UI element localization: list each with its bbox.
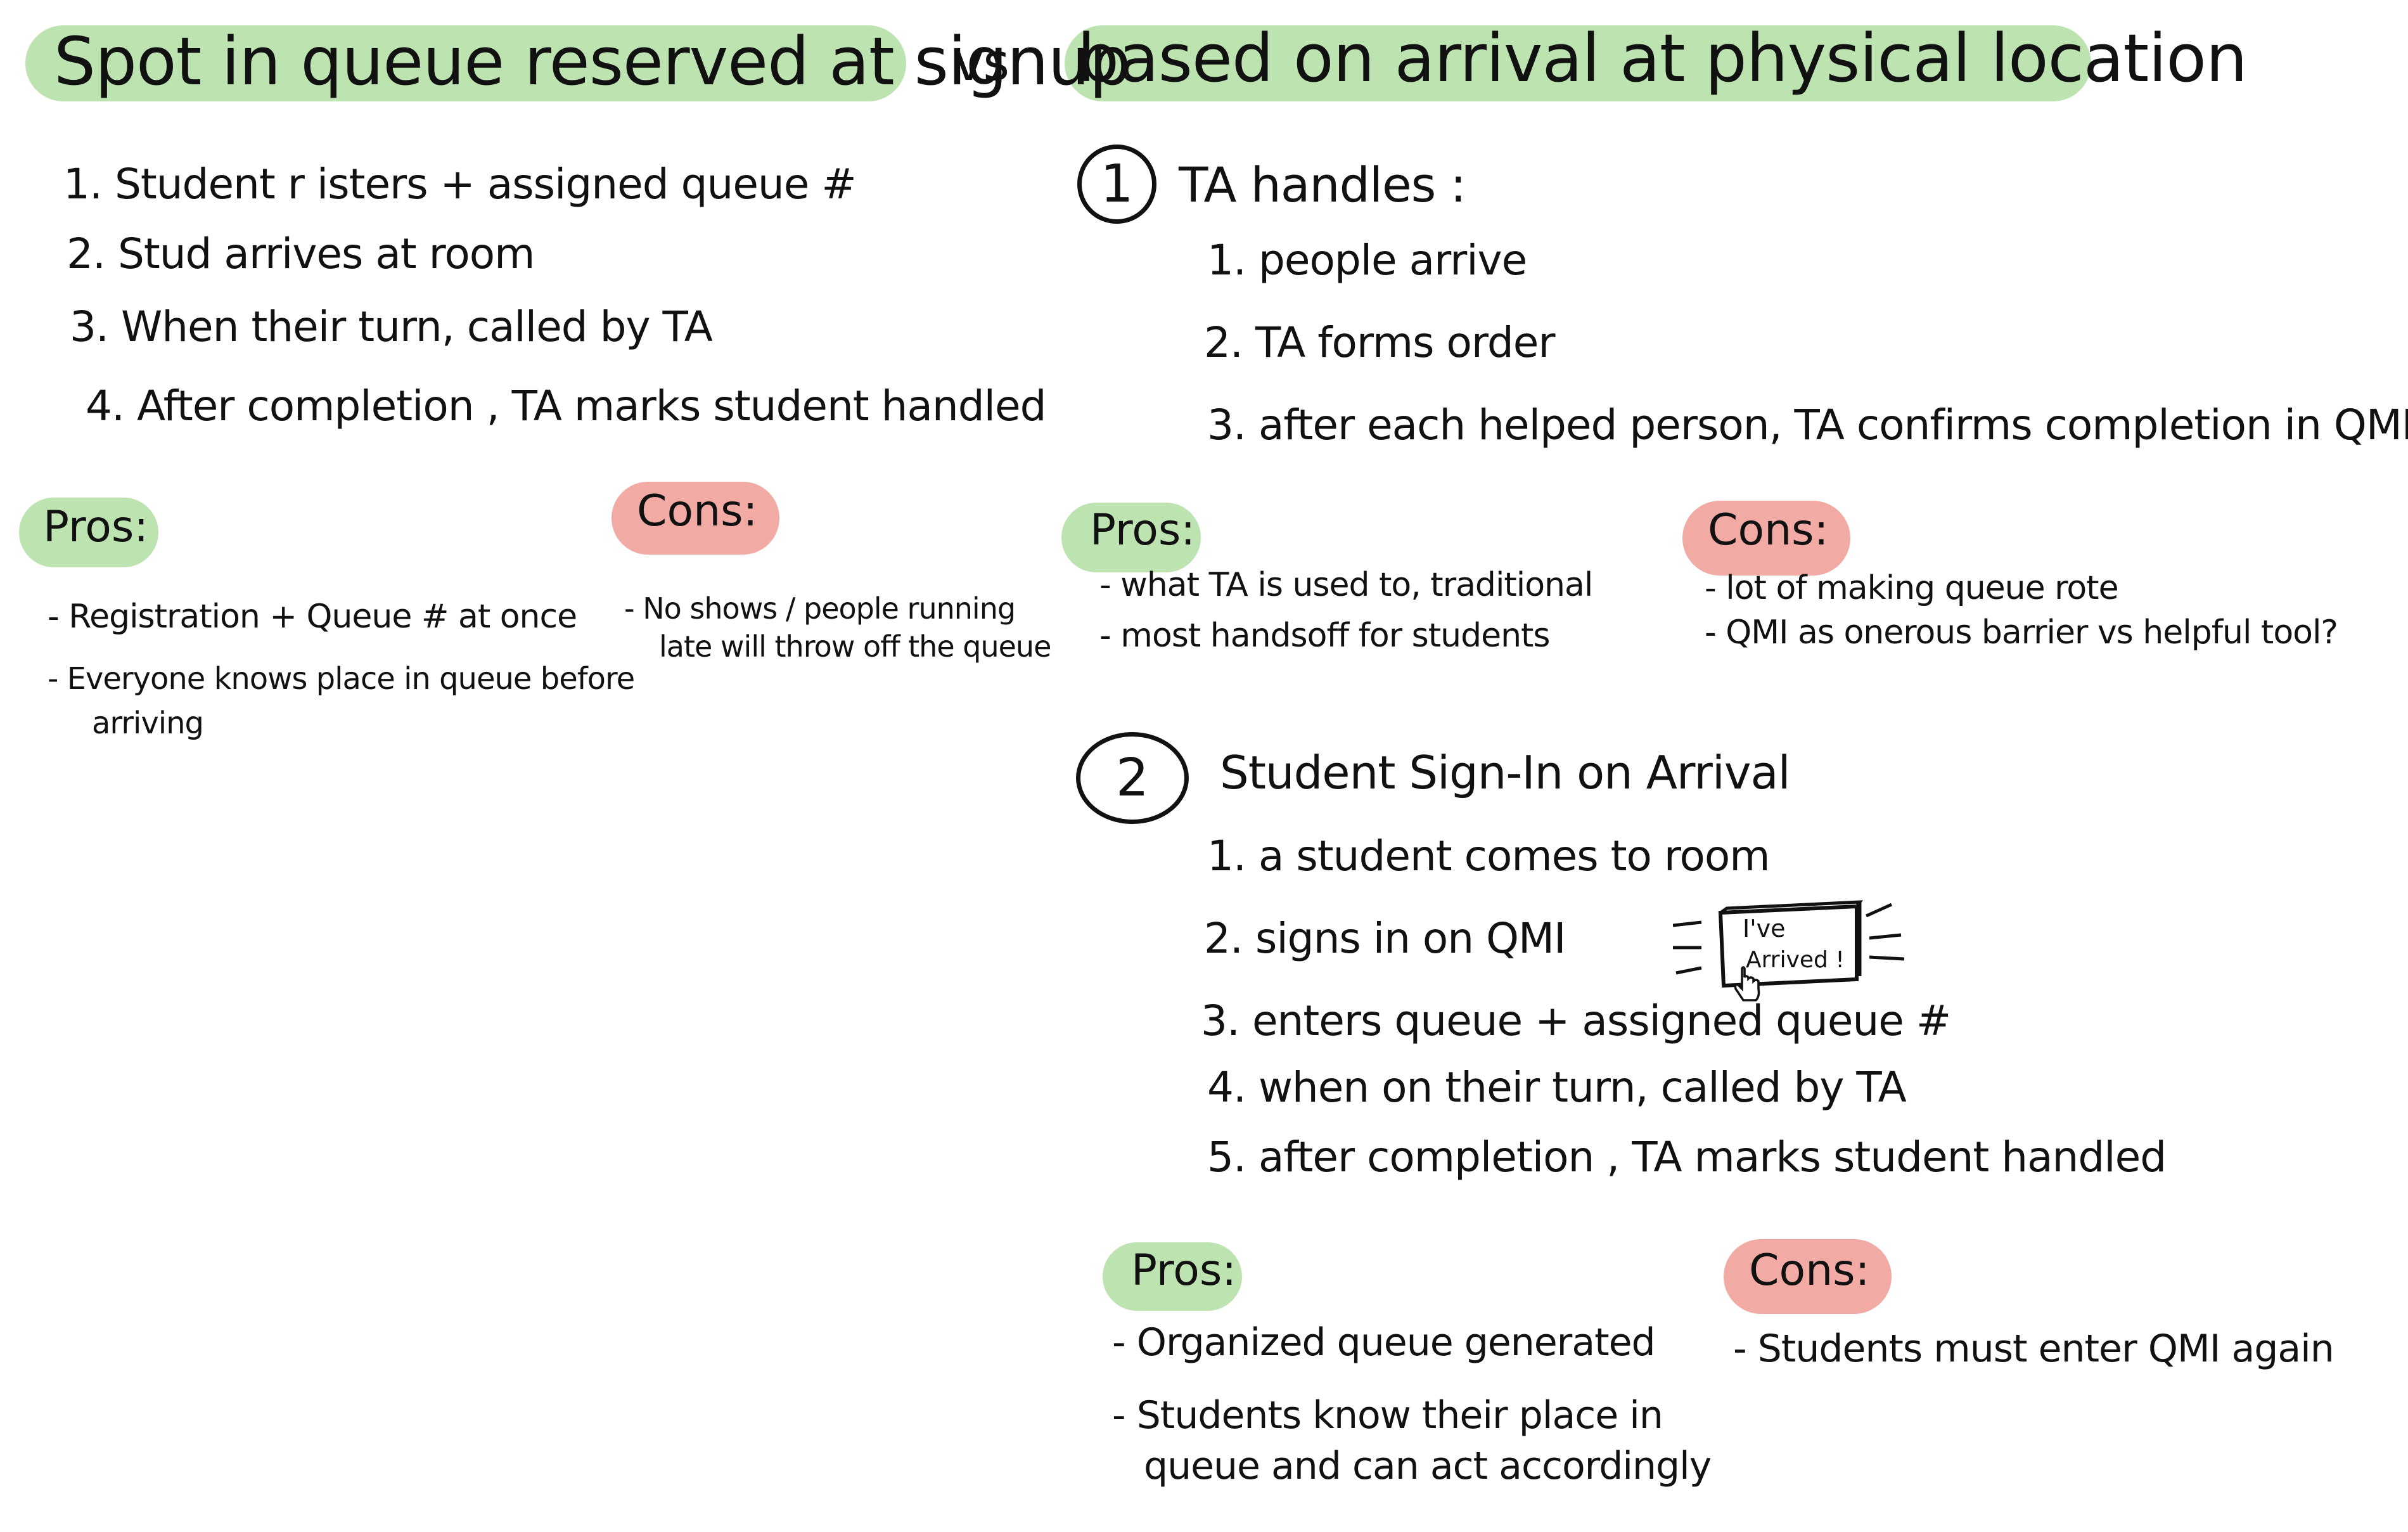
arrived-button-line1: I've: [1743, 915, 1786, 943]
option-2-pro-2b: queue and can act accordingly: [1144, 1444, 1712, 1488]
left-pro-2b: arriving: [92, 705, 204, 741]
left-pros-pill: [19, 498, 158, 567]
option-2-cons-pill: [1724, 1239, 1892, 1314]
vs-label: vs: [954, 33, 1009, 92]
option-1-step-1: 1. people arrive: [1207, 236, 1527, 285]
option-2-pro-1: - Organized queue generated: [1112, 1320, 1656, 1365]
arrived-button-frame: [1672, 900, 1905, 988]
arrived-button-line2: Arrived !: [1746, 947, 1845, 973]
left-pro-2: - Everyone knows place in queue before: [48, 661, 635, 697]
option-2-heading: Student Sign-In on Arrival: [1220, 746, 1791, 799]
option-2-step-1: 1. a student comes to room: [1207, 832, 1771, 880]
arrived-button-sketch[interactable]: I've Arrived !: [1672, 891, 1914, 1017]
option-1-pros-pill: [1061, 503, 1201, 572]
left-cons-label: Cons:: [637, 486, 758, 536]
right-title: based on arrival at physical location: [1077, 20, 2248, 97]
option-2-cons-label: Cons:: [1749, 1246, 1870, 1296]
option-2-pros-pill: [1103, 1242, 1242, 1311]
left-pros-label: Pros:: [43, 502, 149, 552]
option-1-cons-label: Cons:: [1708, 505, 1829, 555]
option-2-step-4: 4. when on their turn, called by TA: [1207, 1063, 1907, 1112]
left-title: Spot in queue reserved at signup: [54, 23, 1131, 100]
option-2-step-5: 5. after completion , TA marks student h…: [1207, 1133, 2167, 1181]
left-title-highlight: [25, 25, 906, 101]
option-2-number: 2: [1076, 732, 1189, 824]
option-1-con-2: - QMI as onerous barrier vs helpful tool…: [1705, 614, 2338, 652]
left-con-1: - No shows / people running: [624, 591, 1016, 626]
option-1-cons-pill: [1682, 501, 1850, 576]
right-title-highlight: [1065, 25, 2091, 101]
pointer-hand-icon: [1733, 963, 1765, 1008]
option-1-number: 1: [1077, 145, 1156, 224]
option-1-heading: TA handles :: [1179, 157, 1466, 213]
left-step-4: 4. After completion , TA marks student h…: [86, 382, 1046, 430]
left-con-1b: late will throw off the queue: [659, 629, 1051, 664]
option-1-pro-1: - what TA is used to, traditional: [1099, 566, 1593, 604]
option-1-pros-label: Pros:: [1090, 505, 1196, 555]
option-2-pro-2: - Students know their place in: [1112, 1393, 1663, 1438]
left-cons-pill: [612, 482, 779, 555]
left-step-3: 3. When their turn, called by TA: [70, 302, 713, 351]
option-2-con-1: - Students must enter QMI again: [1733, 1327, 2334, 1371]
option-2-step-2: 2. signs in on QMI: [1204, 914, 1566, 963]
option-1-pro-2: - most handsoff for students: [1099, 617, 1551, 655]
left-step-1: 1. Student r isters + assigned queue #: [63, 160, 857, 209]
option-2-step-3: 3. enters queue + assigned queue #: [1201, 996, 1951, 1045]
option-2-pros-label: Pros:: [1131, 1246, 1237, 1296]
left-pro-1: - Registration + Queue # at once: [48, 598, 577, 636]
option-1-step-3: 3. after each helped person, TA confirms…: [1207, 401, 2408, 449]
left-step-2: 2. Stud arrives at room: [67, 229, 535, 278]
option-1-con-1: - lot of making queue rote: [1705, 569, 2119, 607]
option-1-step-2: 2. TA forms order: [1204, 318, 1556, 367]
